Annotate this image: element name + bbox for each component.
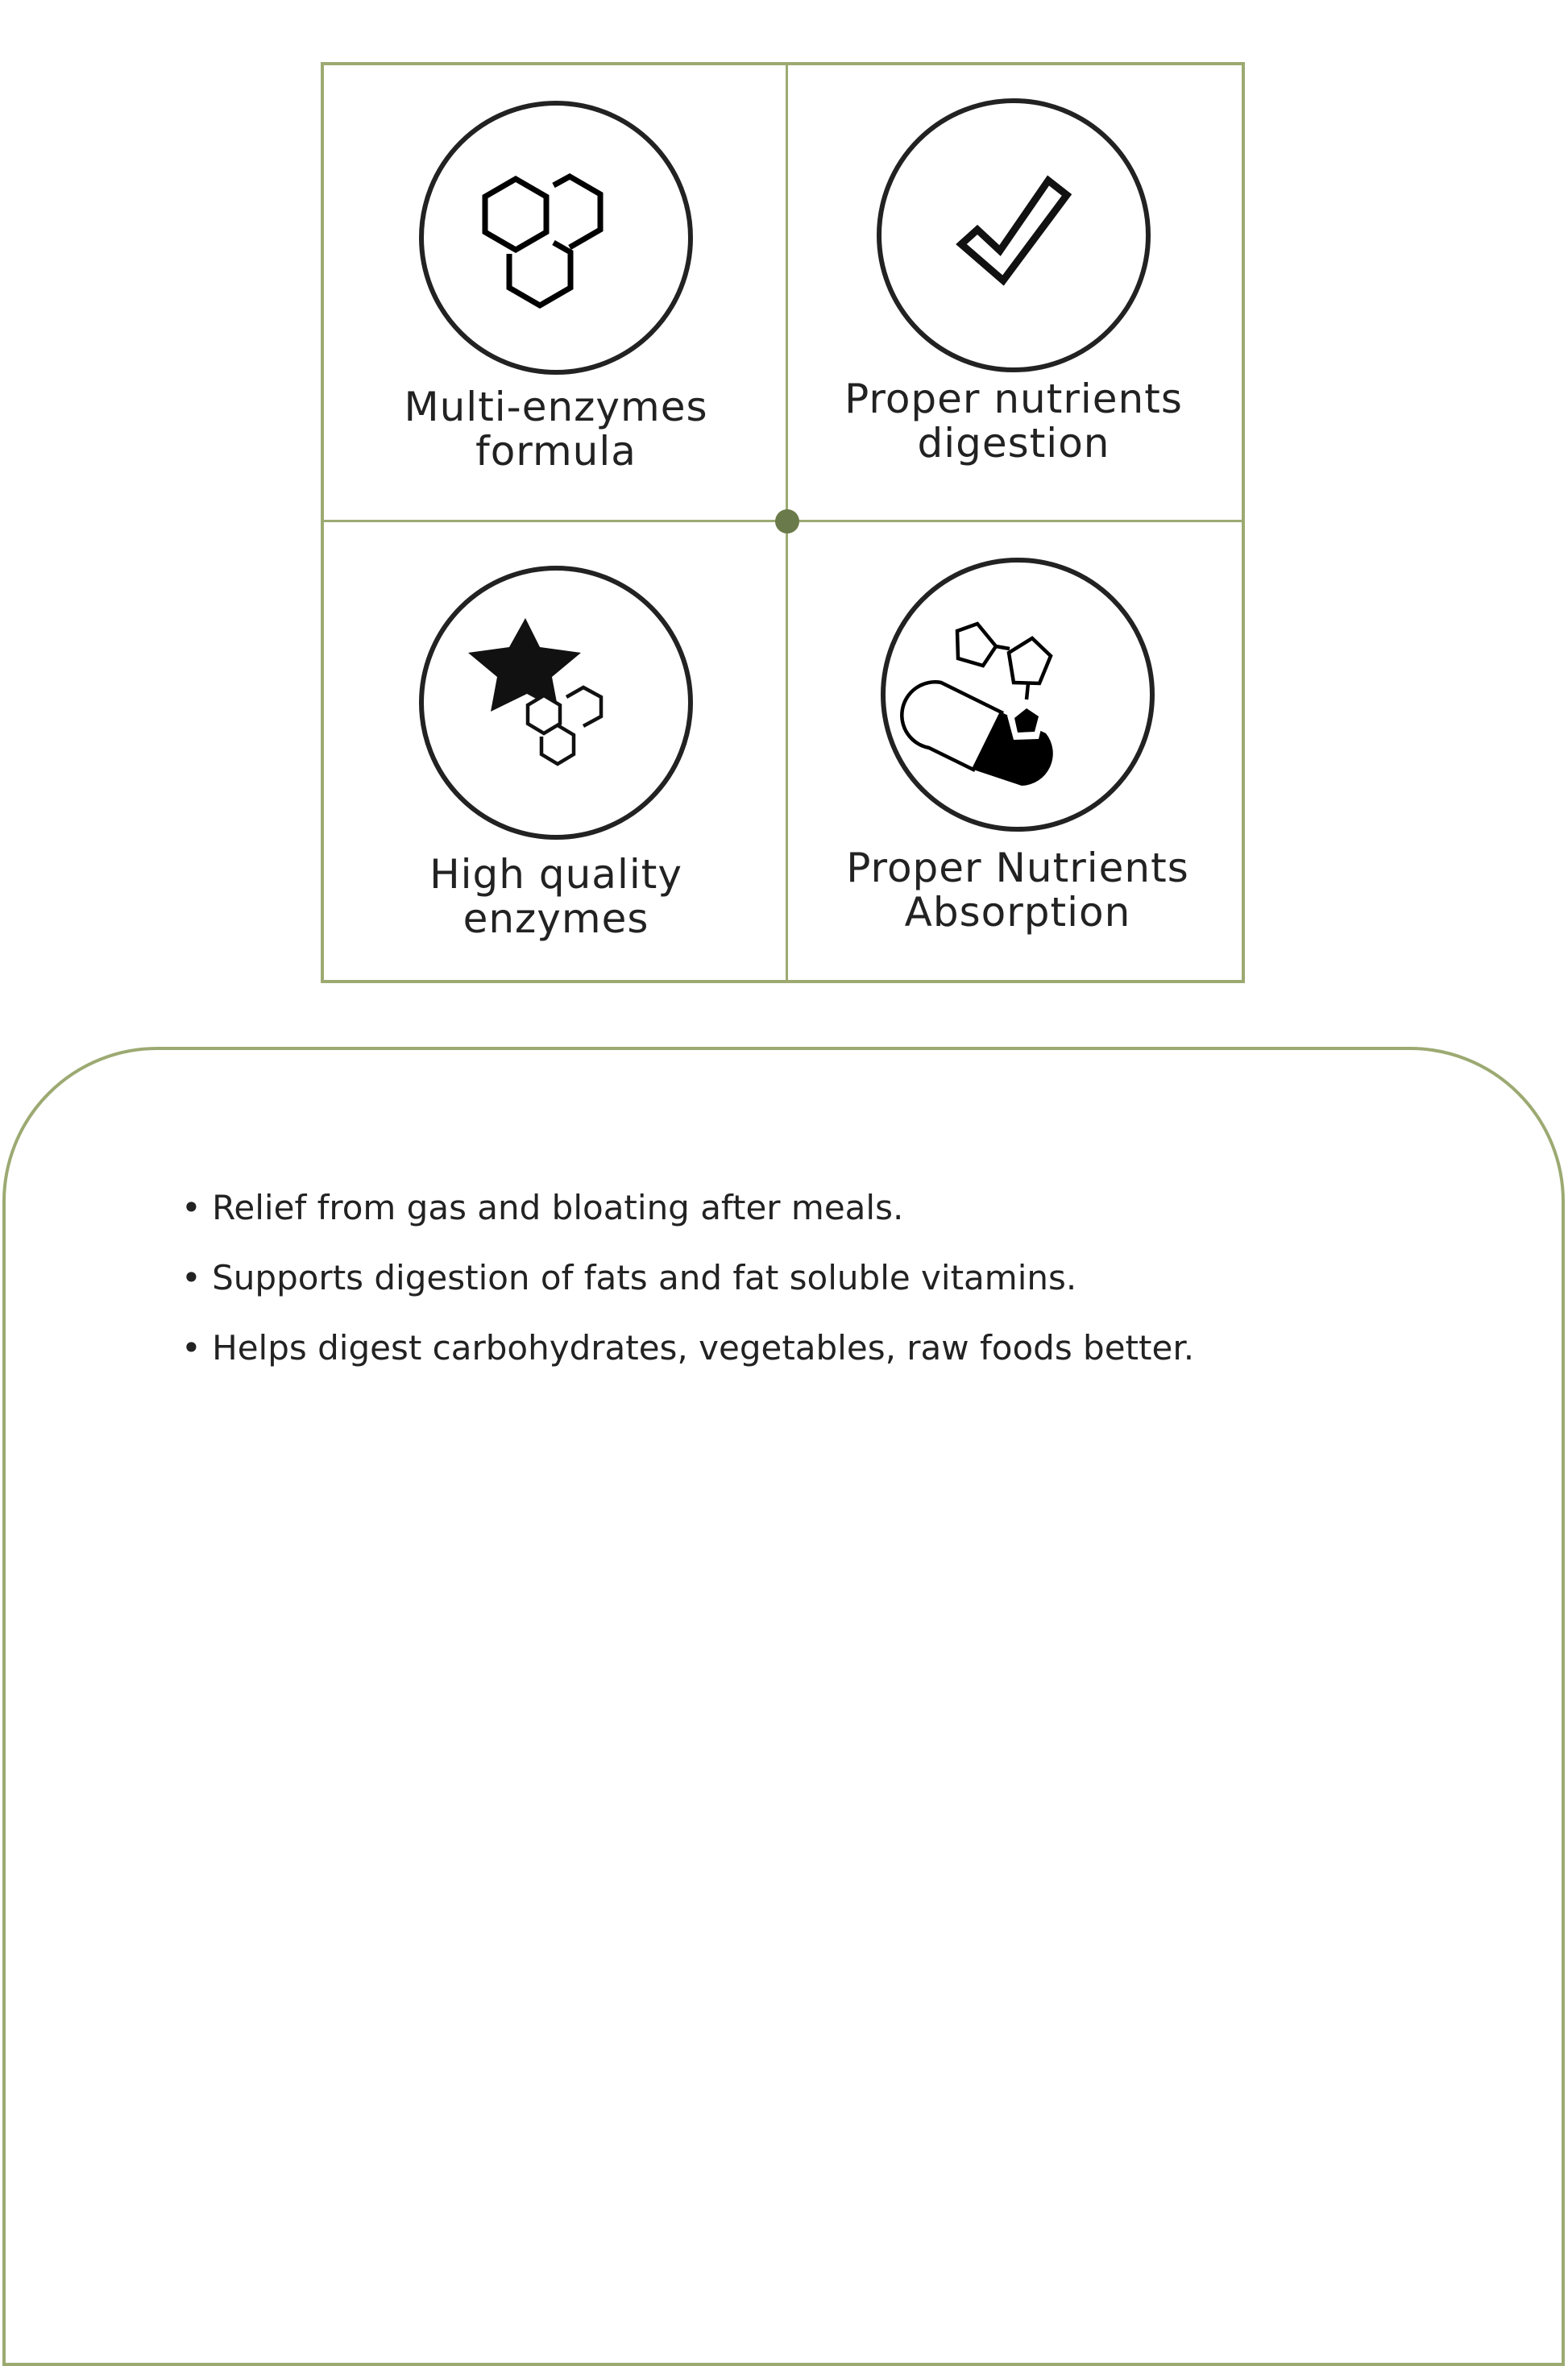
label-line: enzymes: [463, 895, 649, 942]
feature-label-multi-enzymes: Multi-enzymes formula: [330, 385, 782, 474]
checkmark-icon: [877, 98, 1151, 372]
benefits-list: Relief from gas and bloating after meals…: [181, 1173, 1194, 1383]
label-line: Absorption: [904, 889, 1131, 936]
label-line: formula: [475, 428, 637, 475]
feature-label-digestion: Proper nutrients digestion: [788, 377, 1239, 466]
benefit-item: Supports digestion of fats and fat solub…: [181, 1243, 1194, 1313]
capsule-molecule-icon: [881, 558, 1155, 832]
label-line: digestion: [917, 420, 1110, 467]
label-line: High quality: [429, 851, 682, 898]
benefit-item: Relief from gas and bloating after meals…: [181, 1173, 1194, 1243]
feature-label-high-quality: High quality enzymes: [330, 853, 782, 941]
benefit-item: Helps digest carbohydrates, vegetables, …: [181, 1313, 1194, 1383]
star-hexagons-icon: [419, 566, 693, 840]
feature-label-absorption: Proper Nutrients Absorption: [792, 846, 1243, 935]
label-line: Proper nutrients: [844, 376, 1183, 422]
label-line: Proper Nutrients: [846, 845, 1189, 891]
label-line: Multi-enzymes: [404, 384, 708, 430]
features-grid: [321, 62, 1245, 983]
hexagons-icon: [419, 101, 693, 375]
grid-center-dot: [775, 509, 799, 533]
